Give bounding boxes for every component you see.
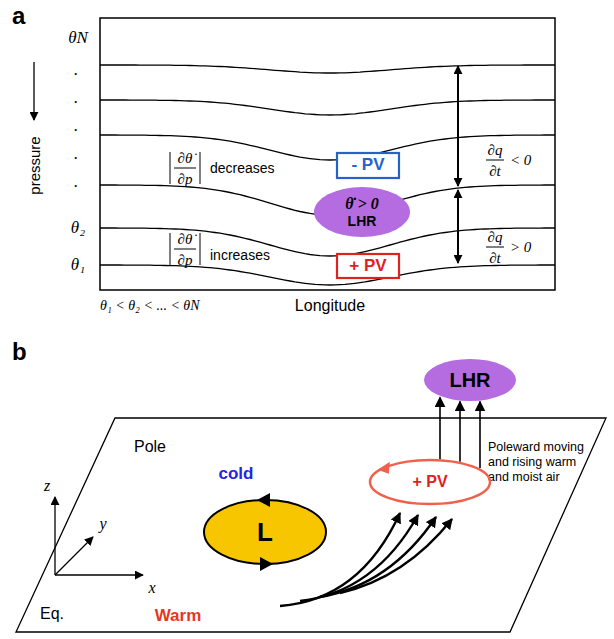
theta-label: θN [68,28,88,48]
ellipsis-dot: . [74,88,78,108]
math-numerator: ∂θ̇ [178,150,193,167]
ground-plane [16,418,606,632]
ellipsis-dot: . [74,172,78,192]
ellipse-outline [314,187,410,237]
isentrope-line [100,228,555,256]
node-text: - PV [351,155,384,175]
fraction-bar [174,168,196,169]
math-numerator: ∂q [488,142,503,159]
math-text: > 0 [510,239,531,256]
region-label: Warm [155,606,202,626]
node-text: + PV [412,473,447,491]
region-label: Eq. [40,605,64,623]
heat-release-arrows [440,397,480,468]
fraction-bar [486,247,504,248]
axis-label: Longitude [295,297,365,315]
double-arrow [457,66,459,186]
math-denominator: ∂p [178,252,193,269]
positive-pv-ellipse: + PV [368,458,492,506]
panel-frame [100,18,555,290]
region-label: Pole [134,438,166,456]
panel-letter: a [12,2,25,30]
warm-inflow-arrow [340,519,452,593]
math-denominator: ∂t [489,250,501,267]
ellipse-outline [424,359,516,401]
box-outline [337,254,399,278]
math-numerator: ∂q [488,229,503,246]
abs-bar [170,233,171,265]
trend-text: decreases [210,160,275,176]
flow-note: Poleward moving and rising warm and mois… [488,440,584,485]
isentrope-line [100,265,555,285]
y-axis [55,537,93,575]
isentrope-line [100,135,555,160]
positive-pv-box: + PV [336,253,400,279]
circulation-arrowhead [378,462,390,474]
theta-label: θ₁ [71,255,85,275]
pressure-arrow [33,62,34,120]
node-text: LHR [348,213,377,229]
isentrope-line [100,65,555,73]
ellipse-outline [204,500,326,564]
x-axis [55,574,143,575]
low-pressure-ellipse: L [202,498,328,566]
abs-bar [200,152,201,184]
circulation-arrowhead [257,493,270,507]
z-axis [54,497,55,575]
math-denominator: ∂t [489,163,501,180]
node-text: LHR [449,369,490,392]
axis-letter: y [99,515,106,533]
node-text: + PV [349,256,386,276]
fraction-bar [174,249,196,250]
axis-label: pressure [25,136,42,194]
node-text: θ̇ > 0 [345,195,378,213]
trend-text: increases [210,247,270,263]
math-text: < 0 [510,152,531,169]
circulation-arrowhead [260,557,273,571]
double-arrow [457,190,459,263]
region-label: cold [219,464,254,484]
math-numerator: ∂θ̇ [178,231,193,248]
ellipsis-dot: . [74,60,78,80]
heat-arrow [459,402,461,462]
heat-arrow [479,402,481,468]
axis-letter: x [148,579,155,597]
math-denominator: ∂p [178,171,193,188]
axis-letter: z [44,477,50,495]
latent-heating-ellipse: θ̇ > 0LHR [312,185,412,239]
ellipsis-dot: . [74,144,78,164]
box-outline [337,153,399,178]
ellipsis-dot: . [74,116,78,136]
latent-heating-ellipse: LHR [422,357,518,403]
warm-inflow-arrow [320,517,436,597]
negative-pv-box: - PV [336,152,400,179]
isentrope-line [100,100,555,115]
abs-bar [170,152,171,184]
theta-order-note: θ₁ < θ₂ < ... < θN [100,298,200,314]
ellipse-outline [370,460,490,504]
fraction-bar [486,160,504,161]
node-text: L [257,517,273,548]
panel-letter: b [12,338,27,366]
heat-arrow [439,397,441,459]
abs-bar [200,233,201,265]
theta-label: θ₂ [71,218,85,238]
